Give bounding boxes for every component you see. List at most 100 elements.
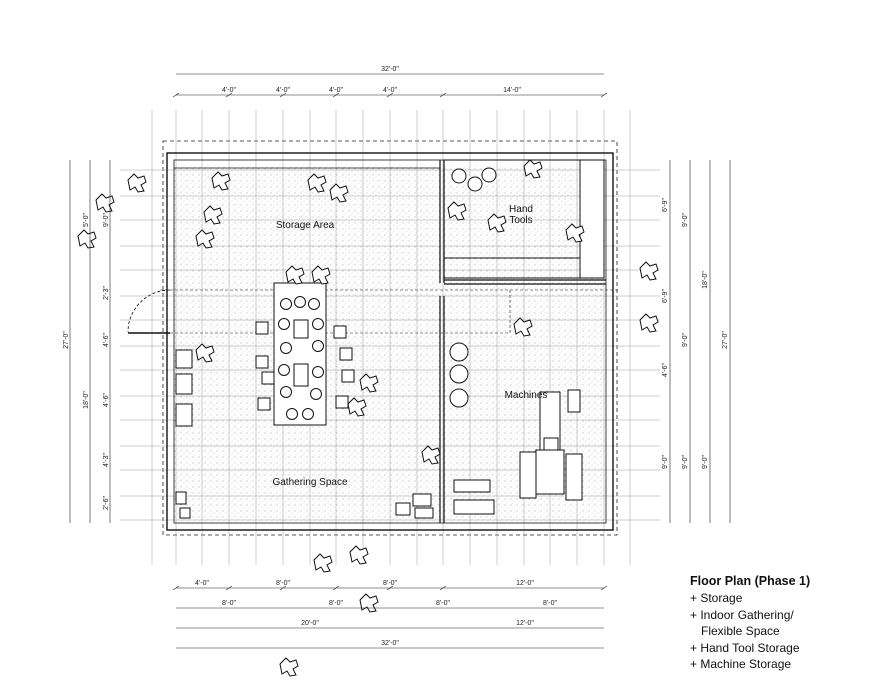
figure-silhouette bbox=[127, 173, 147, 193]
figure-silhouette bbox=[421, 445, 441, 465]
seat-circle bbox=[286, 408, 298, 420]
legend-item-flexible-space: Flexible Space bbox=[701, 624, 780, 638]
dim-right3-b: 9'-0" bbox=[682, 455, 689, 469]
figure-silhouette bbox=[349, 545, 369, 565]
room-label-hand-tools-line1: Hand bbox=[509, 204, 533, 215]
legend-item-hand-tool-storage: + Hand Tool Storage bbox=[690, 640, 800, 655]
tractor bbox=[519, 389, 583, 501]
seat-circle bbox=[308, 298, 320, 310]
figure-silhouette bbox=[311, 265, 331, 285]
figure-silhouette bbox=[203, 205, 223, 225]
dim-bot2-c: 8'-0" bbox=[436, 600, 450, 607]
figure-silhouette bbox=[639, 313, 659, 333]
chair bbox=[333, 325, 347, 339]
dim-left-mid: 18'-0" bbox=[83, 391, 90, 409]
figure-silhouette bbox=[523, 159, 543, 179]
legend-item-storage: + Storage bbox=[690, 591, 743, 605]
dim-top-a: 4'-0" bbox=[222, 87, 236, 94]
dimension-tick bbox=[600, 92, 608, 98]
room-label-storage: Storage Area bbox=[276, 220, 335, 231]
table-seats bbox=[255, 296, 355, 420]
dim-top-b: 4'-0" bbox=[276, 87, 290, 94]
dimension-tick bbox=[172, 585, 180, 591]
room-label-machines: Machines bbox=[505, 390, 548, 401]
figure-silhouette bbox=[285, 265, 305, 285]
figure-silhouette bbox=[195, 343, 215, 363]
figure-silhouette bbox=[565, 223, 585, 243]
seat-circle bbox=[310, 388, 322, 400]
seat-circle bbox=[278, 318, 290, 330]
dim-right-c: 4'-6" bbox=[662, 363, 669, 377]
figure-silhouette bbox=[347, 397, 367, 417]
dimension-tick bbox=[439, 92, 447, 98]
dim-top-d: 4'-0" bbox=[383, 87, 397, 94]
interior-walls bbox=[174, 160, 606, 523]
dimension-lines bbox=[69, 73, 731, 649]
figure-silhouette bbox=[307, 173, 327, 193]
seat-circle bbox=[294, 296, 306, 308]
figure-silhouette bbox=[95, 193, 115, 213]
seat-circle bbox=[312, 366, 324, 378]
dim-top-e: 14'-0" bbox=[503, 87, 521, 94]
dim-right-b: 6'-9" bbox=[662, 289, 669, 303]
machine-circles bbox=[449, 167, 497, 408]
machine-benches bbox=[395, 479, 495, 519]
dimension-labels: 32'-0" 4'-0" 4'-0" 4'-0" 4'-0" 14'-0" 4'… bbox=[63, 66, 729, 647]
dim-left-e: 4'-3" bbox=[103, 453, 110, 467]
figure-silhouette bbox=[279, 657, 299, 677]
silhouette-figures bbox=[77, 159, 659, 677]
figure-silhouette bbox=[359, 593, 379, 613]
dimension-tick bbox=[439, 585, 447, 591]
dim-right2-c: 9'-0" bbox=[682, 333, 689, 347]
chair bbox=[255, 355, 269, 369]
dimension-tick bbox=[172, 92, 180, 98]
dim-bot1-b: 8'-0" bbox=[276, 580, 290, 587]
legend-title: Floor Plan (Phase 1) bbox=[690, 574, 811, 588]
dim-right4: 27'-0" bbox=[722, 331, 729, 349]
seat-circle bbox=[280, 386, 292, 398]
chair bbox=[341, 369, 355, 383]
dim-top-total: 32'-0" bbox=[381, 66, 399, 73]
dim-right3-a: 18'-0" bbox=[702, 271, 709, 289]
seat-circle bbox=[312, 340, 324, 352]
seat-circle bbox=[312, 318, 324, 330]
dim-right2-b: 9'-0" bbox=[682, 213, 689, 227]
seat-circle bbox=[278, 364, 290, 376]
chair bbox=[261, 371, 275, 385]
wall-cabinets bbox=[175, 349, 193, 519]
dim-left-a: 9'-0" bbox=[103, 213, 110, 227]
legend-item-machine-storage: + Machine Storage bbox=[690, 657, 792, 671]
figure-silhouette bbox=[211, 171, 231, 191]
figure-silhouette bbox=[487, 213, 507, 233]
figure-silhouette bbox=[313, 553, 333, 573]
dim-bot2-a: 8'-0" bbox=[222, 600, 236, 607]
dim-left-total: 27'-0" bbox=[63, 331, 70, 349]
room-label-hand-tools-line2: Tools bbox=[509, 215, 532, 226]
dimension-tick bbox=[279, 92, 287, 98]
dim-left-d: 4'-6" bbox=[103, 393, 110, 407]
dim-left-b: 2'-3" bbox=[103, 286, 110, 300]
chair bbox=[255, 321, 269, 335]
chair bbox=[257, 397, 271, 411]
dimension-tick bbox=[225, 585, 233, 591]
door-swing bbox=[127, 289, 171, 334]
dim-right3-c: 9'-0" bbox=[702, 455, 709, 469]
chair bbox=[339, 347, 353, 361]
dimension-tick bbox=[386, 585, 394, 591]
seat-circle bbox=[280, 298, 292, 310]
exterior-walls bbox=[166, 152, 614, 531]
grid-lines bbox=[120, 110, 660, 565]
dim-left-g: 5'-0" bbox=[83, 213, 90, 227]
dim-left-c: 4'-6" bbox=[103, 333, 110, 347]
hand-tools-counter bbox=[443, 159, 605, 279]
seat-circle bbox=[302, 408, 314, 420]
dim-bot2-b: 8'-0" bbox=[329, 600, 343, 607]
figure-silhouette bbox=[639, 261, 659, 281]
dim-bot1-d: 12'-0" bbox=[516, 580, 534, 587]
dim-top-c: 4'-0" bbox=[329, 87, 343, 94]
dimension-tick bbox=[279, 585, 287, 591]
dim-bot1-a: 4'-0" bbox=[195, 580, 209, 587]
dimension-tick bbox=[600, 585, 608, 591]
legend-item-gathering: + Indoor Gathering/ bbox=[690, 607, 794, 622]
seat-circle bbox=[280, 342, 292, 354]
